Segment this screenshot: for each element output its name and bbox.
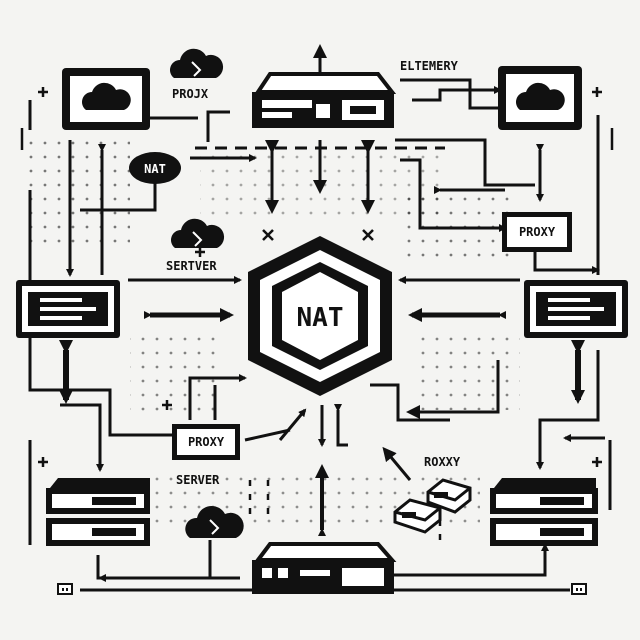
proxy-top-label: PROJX	[172, 87, 209, 101]
port-icon	[57, 583, 73, 595]
plus-mark	[592, 457, 602, 467]
left-server-link	[60, 403, 104, 472]
dot-field-mid-right	[420, 330, 520, 410]
decorations	[20, 87, 614, 545]
telemetry-link-2	[412, 86, 502, 102]
right-mid-link-2	[406, 360, 500, 419]
arrow-to-roxxy	[382, 446, 412, 481]
proxy-left-box-label: PROXY	[188, 435, 225, 449]
server-left-label: SERTVER	[166, 259, 217, 273]
proxy-bottom-right-label: ROXXY	[424, 455, 461, 469]
right-lower-link	[536, 350, 600, 470]
plus-mark	[592, 87, 602, 97]
right-top-link	[395, 138, 535, 187]
connector-lines	[28, 44, 612, 592]
cloud-icon	[170, 218, 225, 248]
dot-field-top-left	[20, 140, 130, 250]
server-rack-icon	[490, 478, 598, 546]
monitor-icon	[62, 68, 150, 130]
switch-icon	[524, 280, 628, 338]
proxy-right-box-label: PROXY	[519, 225, 556, 239]
hexagon-nat-icon	[248, 236, 392, 396]
server-left-bottom-label: SERVER	[176, 473, 220, 487]
telemetry-label: ELTEMERY	[400, 59, 459, 73]
monitor-icon	[498, 66, 582, 130]
server-rack-icon	[46, 478, 150, 546]
right-mid-link	[370, 383, 450, 422]
port-icon	[571, 583, 587, 595]
cross-mark	[362, 229, 374, 241]
plus-mark	[195, 247, 205, 257]
left-proxy-link	[206, 110, 230, 142]
diag-link	[278, 408, 307, 441]
proxy-right-to-switch	[533, 250, 600, 274]
cloud-icon	[170, 48, 224, 78]
left-nat-badge-link	[80, 182, 157, 212]
plus-mark	[38, 87, 48, 97]
center-right-link	[334, 404, 348, 447]
right-top-link-2	[400, 158, 507, 232]
dot-field-mid-left	[130, 330, 220, 420]
telemetry-link	[400, 78, 500, 110]
plus-mark	[38, 457, 48, 467]
proxy-device-icon	[393, 478, 472, 534]
plus-mark	[162, 400, 172, 410]
proxy-to-center-link	[244, 428, 291, 442]
cloud-icon	[81, 82, 131, 110]
proxy-box-right	[502, 212, 572, 252]
bottom-right-link	[392, 543, 549, 577]
switch-icon	[16, 280, 120, 338]
cloud-icon	[516, 82, 565, 110]
nat-center-label: NAT	[297, 303, 344, 333]
router-icon	[252, 542, 397, 594]
nat-badge	[129, 152, 181, 184]
mid-left-link	[188, 374, 247, 420]
nat-badge-label: NAT	[144, 162, 166, 176]
proxy-box-left	[172, 424, 240, 460]
router-icon	[252, 72, 397, 128]
cloud-icon	[185, 505, 244, 538]
cross-mark	[262, 229, 274, 241]
